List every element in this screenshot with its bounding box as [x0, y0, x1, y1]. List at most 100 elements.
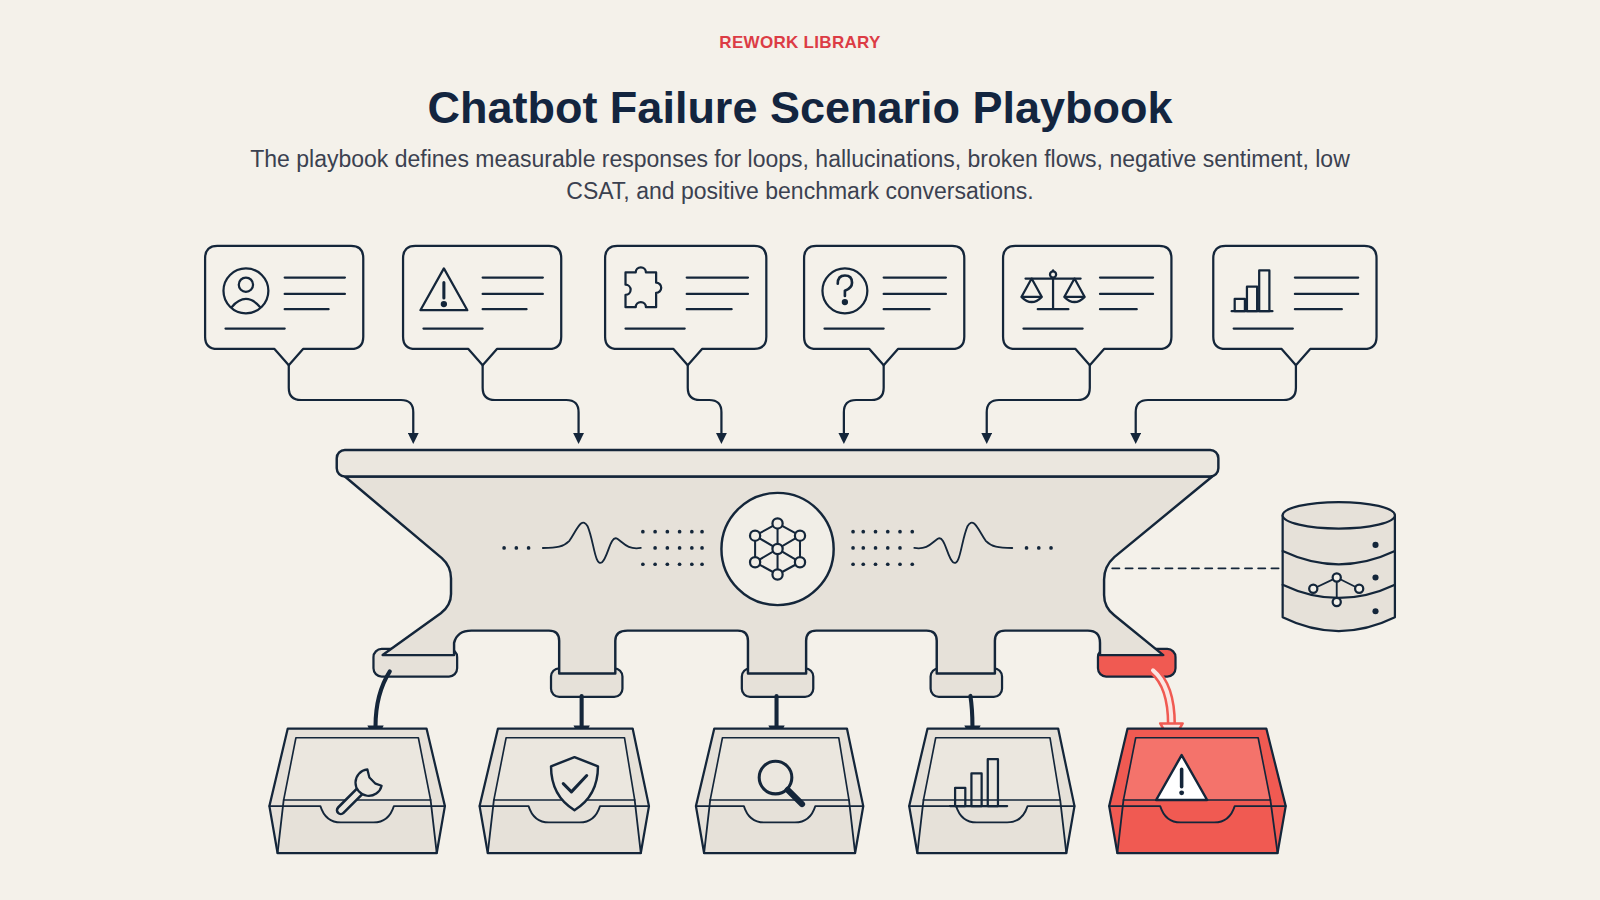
signal-wave-part-part — [886, 562, 890, 566]
signal-wave-part-part — [1025, 546, 1029, 550]
signal-wave — [851, 523, 1053, 567]
network-icon-part — [772, 569, 782, 579]
speech-bubble-part — [205, 246, 363, 365]
signal-wave-part — [502, 530, 704, 566]
signal-wave-part — [851, 530, 1053, 566]
signal-wave-part — [914, 523, 1012, 563]
alert-arrow-part — [1153, 670, 1171, 724]
speech-bubble-part — [1023, 278, 1153, 329]
output-tray — [909, 729, 1074, 853]
signal-wave-part-part — [886, 546, 890, 550]
output-tray-part — [696, 800, 863, 853]
speech-bubble-part — [423, 278, 542, 329]
signal-wave-part-part — [678, 530, 682, 534]
signal-wave — [502, 523, 704, 567]
signal-wave-part-part — [851, 530, 855, 534]
output-tray-part — [696, 729, 863, 853]
network-icon-part — [772, 544, 782, 554]
page-title: Chatbot Failure Scenario Playbook — [0, 82, 1600, 134]
speech-bubble-part — [1050, 271, 1056, 277]
speech-bubble-part — [239, 278, 253, 292]
warning-icon-part — [1179, 790, 1184, 795]
signal-wave-part-part — [874, 530, 878, 534]
signal-wave-part-part — [700, 546, 704, 550]
output-tray-part — [480, 729, 649, 853]
signal-wave-part-part — [690, 530, 694, 534]
signal-wave-part-part — [861, 530, 865, 534]
output-tray-part — [269, 800, 445, 853]
speech-bubble-part — [223, 268, 268, 313]
wrench-icon — [341, 769, 382, 810]
signal-wave-part-part — [874, 562, 878, 566]
feed-arrow-part — [844, 365, 884, 432]
speech-bubble-part — [824, 278, 945, 329]
warning-icon-part — [1156, 755, 1207, 800]
bar-chart-icon-part — [955, 788, 965, 806]
feed-arrow-part — [289, 365, 413, 432]
database-symbol-part — [1372, 542, 1378, 548]
signal-wave-part-part — [678, 562, 682, 566]
output-tray-part — [710, 738, 849, 800]
speech-bubble-part — [822, 268, 867, 313]
speech-bubble-part — [1021, 279, 1084, 302]
signal-wave-part-part — [898, 562, 902, 566]
database-symbol-part — [1309, 585, 1317, 593]
bar-chart-icon — [950, 759, 1007, 806]
output-tray — [480, 729, 649, 853]
signal-wave-part-part — [700, 530, 704, 534]
magnifier-icon — [759, 761, 802, 804]
network-icon-part — [795, 557, 805, 567]
signal-wave-part-part — [1049, 546, 1053, 550]
database-symbol-part — [1372, 608, 1378, 614]
database-symbol-part — [1355, 585, 1363, 593]
alert-tray — [1109, 729, 1286, 853]
speech-bubble — [1213, 246, 1376, 365]
alert-tray-part — [1109, 800, 1286, 853]
database-symbol-part — [1333, 598, 1341, 606]
speech-bubble-part — [442, 283, 445, 298]
speech-bubble — [1003, 246, 1171, 365]
network-icon-part — [721, 493, 833, 605]
signal-wave-part-part — [851, 562, 855, 566]
speech-bubble-part — [838, 276, 852, 296]
network-icon-part — [795, 531, 805, 541]
signal-wave-part-part — [851, 546, 855, 550]
output-arrow-part — [376, 671, 390, 726]
signal-wave-part-part — [861, 562, 865, 566]
shield-icon-part — [551, 757, 598, 810]
signal-wave-part-part — [861, 546, 865, 550]
signal-wave-part-part — [690, 562, 694, 566]
signal-wave-part-part — [666, 530, 670, 534]
feed-arrow-part — [987, 365, 1090, 432]
page-caption: The playbook defines measurable response… — [250, 143, 1350, 207]
network-icon-part — [750, 557, 760, 567]
feed-arrow-part — [688, 365, 722, 432]
hub-router — [337, 450, 1219, 697]
signal-wave-part-part — [641, 530, 645, 534]
signal-wave-part-part — [898, 530, 902, 534]
speech-bubble — [205, 246, 363, 365]
signal-wave-part-part — [700, 562, 704, 566]
warning-icon-part — [1180, 769, 1184, 786]
output-tray-part — [909, 800, 1074, 853]
wrench-icon-part — [355, 769, 381, 795]
network-icon-part — [750, 531, 760, 541]
database-symbol-part — [1333, 573, 1341, 581]
signal-wave-part-part — [641, 562, 645, 566]
signal-wave-part — [543, 523, 641, 563]
bar-chart-icon-part — [988, 759, 998, 806]
speech-bubble-part — [420, 268, 467, 310]
output-tray-part — [480, 800, 649, 853]
signal-wave-part-part — [653, 546, 657, 550]
signal-wave-part-part — [910, 530, 914, 534]
speech-bubble-part — [843, 300, 847, 304]
feed-arrow-part — [483, 365, 579, 432]
signal-wave-part-part — [678, 546, 682, 550]
hub-router-part — [337, 450, 1219, 477]
speech-bubble-part — [1234, 278, 1358, 329]
feed-arrow — [289, 365, 1296, 432]
output-tray — [696, 729, 863, 853]
signal-wave-part-part — [502, 546, 506, 550]
